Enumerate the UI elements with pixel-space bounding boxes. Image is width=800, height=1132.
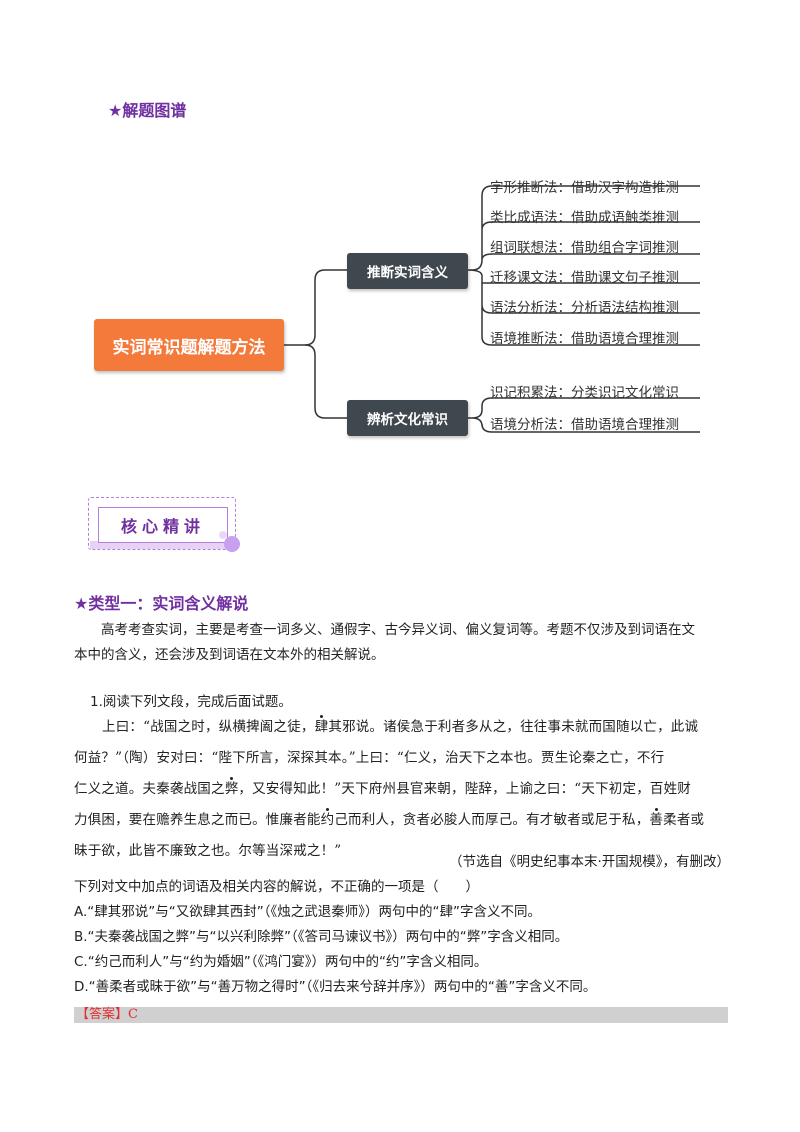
mindmap-branch-culture: 辨析文化常识 [347,400,468,436]
intro-paragraph: 高考考查实词，主要是考查一词多义、通假字、古今异义词、偏义复词等。考题不仅涉及到… [74,618,734,668]
mindmap-leaf: 语境分析法：借助语境合理推测 [490,417,679,433]
intro-line: 本中的含义，还会涉及到词语在文本外的相关解说。 [74,647,385,663]
mindmap-leaf: 组词联想法：借助组合字词推测 [490,240,679,256]
dotted-word-shan: 善 [649,812,664,828]
banner-core-explanation: 核心精讲 [98,507,228,543]
passage-source: （节选自《明史纪事本末·开国规模》，有删改） [448,854,730,870]
mindmap-root: 实词常识题解题方法 [94,319,284,371]
banner-shadow [90,541,236,549]
answer-bar: 【答案】C [74,1007,728,1023]
passage-line: 昧于欲，此皆不廉致之也。尔等当深戒之！” [74,843,342,859]
passage-line: 仁义之道。夫秦袭战国之弊，又安得知此！”天下府州县官来朝，陛辞，上谕之曰：“天下… [74,774,734,805]
section-title-mindmap: ★解题图谱 [108,101,187,120]
option-a: A.“肆其邪说”与“又欲肆其西封”（《烛之武退秦师》）两句中的“肆”字含义不同。 [74,904,542,920]
type1-title: ★类型一：实词含义解说 [74,594,249,613]
mindmap-leaf: 语境推断法：借助语境合理推测 [490,331,679,347]
passage-text: 己而利人，贪者必朘人而厚己。有才敏者或尼于私， [334,812,650,828]
passage-text: ，又安得知此！”天下府州县官来朝，陛辞，上谕之曰：“天下初定，百姓财 [238,781,692,797]
connector-branch2-leaves [468,397,700,433]
mindmap-leaf: 类比成语法：借助成语触类推测 [490,210,679,226]
passage-text: 上曰：“战国之时，纵横捭阖之徒， [102,719,315,735]
passage: 上曰：“战国之时，纵横捭阖之徒，肆其邪说。诸侯急于利者多从之，往往事未就而国随以… [74,712,734,867]
option-b: B.“夫秦袭战国之弊”与“以兴利除弊”（《答司马谏议书》）两句中的“弊”字含义相… [74,929,569,945]
question-block: 下列对文中加点的词语及相关内容的解说，不正确的一项是（ ） A.“肆其邪说”与“… [74,875,734,1000]
dotted-word-yue: 约 [320,812,335,828]
mindmap-leaf: 语法分析法：分析语法结构推测 [490,300,679,316]
mindmap-leaf: 识记积累法：分类识记文化常识 [490,385,679,401]
passage-line: 何益？”（陶）安对曰：“陛下所言，深探其本。”上曰：“仁义，治天下之本也。贾生论… [74,750,665,766]
mindmap-branch-infer-meaning: 推断实词含义 [347,253,468,289]
question-stem: 下列对文中加点的词语及相关内容的解说，不正确的一项是（ ） [74,879,479,895]
mindmap-connectors [284,185,700,433]
option-c: C.“约己而利人”与“约为婚姻”（《鸿门宴》）两句中的“约”字含义相同。 [74,954,488,970]
passage-line: 上曰：“战国之时，纵横捭阖之徒，肆其邪说。诸侯急于利者多从之，往往事未就而国随以… [74,712,734,743]
decorative-dot [224,536,240,552]
question-intro: 1.阅读下列文段，完成后面试题。 [90,694,292,710]
passage-text: 力俱困，要在赡养生息之而已。惟廉者能 [74,812,321,828]
passage-text: 仁义之道。夫秦袭战国之 [74,781,225,797]
banner-frame [88,497,236,550]
passage-line: 力俱困，要在赡养生息之而已。惟廉者能约己而利人，贪者必朘人而厚己。有才敏者或尼于… [74,805,734,836]
passage-text: 其邪说。诸侯急于利者多从之，往往事未就而国随以亡，此诚 [328,719,699,735]
option-d: D.“善柔者或昧于欲”与“善万物之得时”（《归去来兮辞并序》）两句中的“善”字含… [74,979,597,995]
mindmap-leaf: 字形推断法：借助汉字构造推测 [490,180,679,196]
connector-root-branch1 [284,269,347,346]
mindmap-leaf: 迁移课文法：借助课文句子推测 [490,270,679,286]
dotted-word-bi: 弊 [224,781,239,797]
connector-branch1-leaves [467,185,700,346]
dotted-word-si: 肆 [314,719,329,735]
decorative-dot [219,531,227,539]
intro-line: 高考考查实词，主要是考查一词多义、通假字、古今异义词、偏义复词等。考题不仅涉及到… [101,622,695,638]
passage-text: 柔者或 [663,812,705,828]
answer-text: 【答案】C [76,1007,138,1022]
connector-root-branch2 [304,344,347,419]
